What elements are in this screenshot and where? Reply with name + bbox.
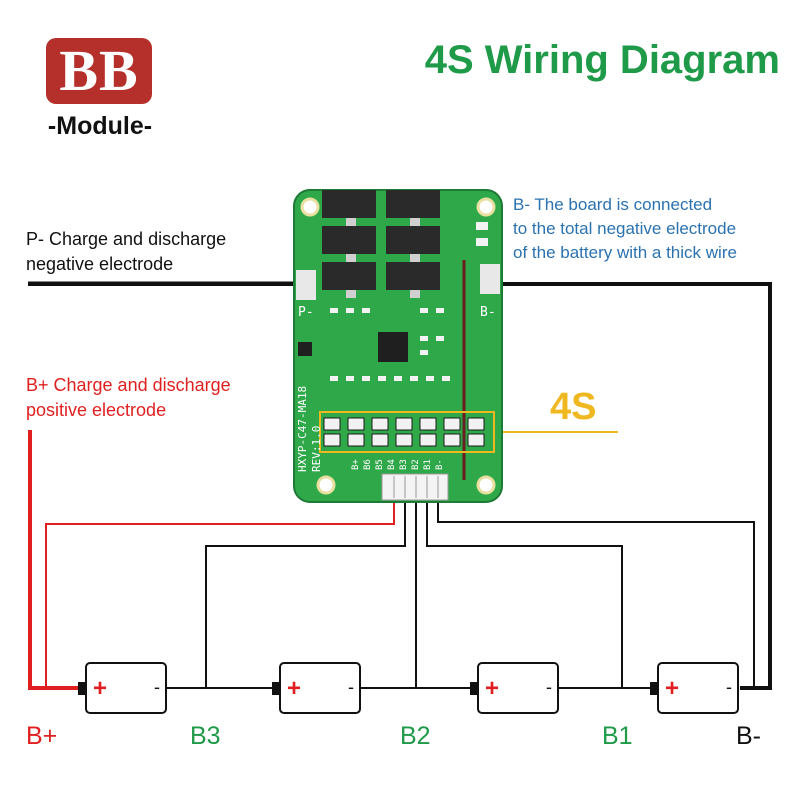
mosfet-array [322, 190, 440, 298]
b-plus-line-1: B+ Charge and discharge [26, 375, 231, 395]
cell-count-highlight [319, 411, 495, 453]
positive-terminal-icon: + [93, 675, 107, 702]
connector-pin-label: B5 [375, 459, 385, 470]
wire-b3 [205, 500, 406, 688]
mount-hole-icon [300, 197, 320, 217]
mount-hole-icon [316, 475, 336, 495]
wire-b-minus [490, 282, 772, 690]
node-label-b3: B3 [190, 722, 221, 750]
board-model: HXYP-C47-MA18 [296, 386, 309, 472]
connector-pin-label: B3 [399, 459, 409, 470]
diagram-title: 4S Wiring Diagram [424, 38, 780, 82]
mount-hole-icon [476, 197, 496, 217]
node-label-b2: B2 [400, 722, 431, 750]
b-minus-description: B- The board is connected to the total n… [513, 193, 737, 265]
battery-cell-3: + - [272, 662, 361, 714]
b-minus-line-1: B- The board is connected [513, 195, 713, 214]
balance-resistors [323, 417, 485, 447]
node-label-b-minus: B- [736, 722, 761, 750]
battery-cell-2: + - [470, 662, 559, 714]
pad-b-minus [480, 264, 500, 294]
battery-cell-4: + - [78, 662, 167, 714]
b-minus-line-3: of the battery with a thick wire [513, 243, 737, 262]
connector-pin-label: B4 [387, 459, 397, 470]
wire-b1 [426, 500, 623, 688]
negative-terminal-icon: - [726, 677, 732, 697]
negative-terminal-icon: - [348, 677, 354, 697]
connector-pin-label: B+ [351, 459, 361, 470]
logo-subtitle: -Module- [47, 112, 153, 140]
connector-pin-label: B1 [423, 459, 433, 470]
bms-ic [378, 332, 408, 362]
balance-connector [381, 473, 449, 501]
positive-terminal-icon: + [287, 675, 301, 702]
battery-cells: + - + - + - + - [78, 662, 739, 714]
bms-board: P- B- HXYP-C47-MA18 REV:1.0 [293, 189, 503, 503]
b-plus-line-2: positive electrode [26, 400, 167, 420]
p-minus-line-1: P- Charge and discharge [26, 229, 227, 249]
pad-label-p-minus: P- [298, 305, 314, 320]
wire-b-plus [28, 430, 80, 690]
balance-wires [166, 500, 755, 689]
mount-hole-icon [476, 475, 496, 495]
p-minus-description: P- Charge and discharge negative electro… [26, 227, 226, 277]
positive-terminal-icon: + [665, 675, 679, 702]
pad-label-b-minus: B- [480, 305, 496, 320]
wire-bminus-sense [437, 500, 755, 689]
cell-count-label: 4S [550, 386, 597, 428]
connector-pin-label: B- [435, 459, 445, 470]
connector-pin-label: B2 [411, 459, 421, 470]
connector-pin-label: B6 [363, 459, 373, 470]
wire-bplus-sense [45, 500, 395, 689]
board-revision: REV:1.0 [310, 426, 323, 472]
logo-letters: BB [59, 38, 139, 103]
negative-terminal-icon: - [154, 677, 160, 697]
b-minus-line-2: to the total negative electrode [513, 219, 737, 238]
brand-logo: BB [46, 38, 152, 104]
battery-cell-1: + - [650, 662, 739, 714]
pad-p-minus [296, 270, 316, 300]
b-plus-description: B+ Charge and discharge positive electro… [26, 373, 231, 423]
p-minus-line-2: negative electrode [26, 254, 174, 274]
positive-terminal-icon: + [485, 675, 499, 702]
node-label-b-plus: B+ [26, 722, 58, 750]
negative-terminal-icon: - [546, 677, 552, 697]
node-label-b1: B1 [602, 722, 633, 750]
